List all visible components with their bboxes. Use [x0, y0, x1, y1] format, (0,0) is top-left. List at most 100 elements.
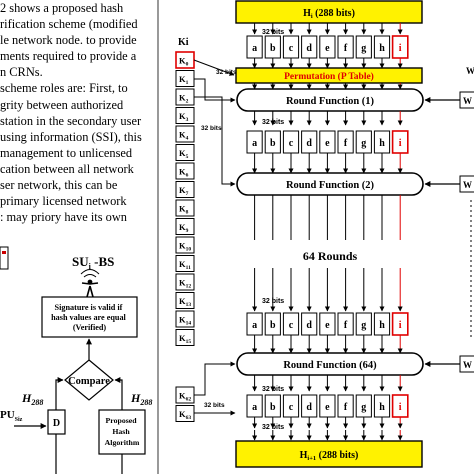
- word-cell-label: i: [399, 320, 402, 331]
- w-box: [459, 91, 474, 109]
- key-label: K9: [179, 222, 189, 234]
- bits-label: 32 bits: [216, 69, 237, 76]
- hi-block: [235, 0, 423, 24]
- word-cell-label: f: [344, 138, 348, 149]
- word-cell-label: e: [325, 43, 330, 54]
- bits-label: 32 bits: [201, 125, 222, 132]
- paragraph-line: ser network, this can be: [0, 178, 118, 193]
- verify-text: Signature is valid if hash values are eq…: [51, 303, 128, 332]
- hi1-block: [235, 440, 423, 468]
- word-cell-label: h: [379, 138, 385, 149]
- word-cell-label: i: [399, 43, 402, 54]
- bits-label: 32 bits: [262, 386, 284, 393]
- key-box: [175, 125, 195, 143]
- round-function-box: [236, 352, 424, 376]
- word-cell-label: a: [252, 43, 257, 54]
- compare-label: Compare: [68, 376, 110, 387]
- paragraph-line: primary licensed network: [0, 194, 127, 209]
- compare-diamond: [64, 359, 114, 401]
- key-box: [175, 199, 195, 217]
- key-label: K6: [179, 167, 189, 179]
- key-box: [175, 310, 195, 328]
- key-label: K1: [179, 74, 189, 86]
- round-function-label: Round Function (2): [286, 180, 375, 191]
- word-cell-label: c: [289, 138, 294, 149]
- bits-label: 32 bits: [204, 402, 225, 409]
- permutation-block: [235, 67, 423, 84]
- bs-label: SUi -BS: [72, 254, 114, 271]
- word-cell-label: a: [252, 320, 257, 331]
- word-cell-label: i: [399, 402, 402, 413]
- hash-algorithm-box: [98, 409, 146, 455]
- key-label: K15: [179, 333, 191, 345]
- key-label: K63: [179, 409, 191, 421]
- key-label: K10: [179, 241, 191, 253]
- key-box: [175, 236, 195, 254]
- word-cell-label: f: [344, 402, 348, 413]
- word-cell-label: d: [306, 320, 312, 331]
- word-cell-label: g: [361, 320, 366, 331]
- key-box: [175, 162, 195, 180]
- word-cell-label: g: [361, 138, 366, 149]
- word-cell-label: d: [306, 138, 312, 149]
- word-cell-label: b: [270, 43, 276, 54]
- paragraph-line: le network node. to provide: [0, 33, 137, 48]
- word-cell-label: e: [325, 320, 330, 331]
- paragraph-line: grity between authorized: [0, 97, 124, 112]
- paragraph-line: station in the secondary user: [0, 113, 142, 128]
- key-box: [175, 181, 195, 198]
- key-box: [175, 292, 195, 309]
- word-cell-label: e: [325, 402, 330, 413]
- key-box: [175, 329, 195, 346]
- word-cell-label: d: [306, 402, 312, 413]
- pu-label: PUSiz: [0, 409, 23, 423]
- paragraph-line: scheme roles are: First, to: [0, 81, 128, 96]
- round-function-box: [236, 172, 424, 196]
- w-box: [459, 175, 474, 193]
- word-cell-label: b: [270, 138, 276, 149]
- rounds-mid-label: 64 Rounds: [303, 249, 358, 263]
- key-column: Ki K0K1K2K3K4K5K6K7K8K9K10K11K12K13K14K1…: [175, 37, 195, 422]
- word-cell-label: i: [399, 138, 402, 149]
- word-cell-label: c: [289, 320, 294, 331]
- paragraph-line: management to unlicensed: [0, 145, 133, 160]
- word-cell-label: f: [344, 320, 348, 331]
- key-box: [175, 144, 195, 161]
- paragraph-line: : may priory have its own: [0, 210, 127, 225]
- paragraph-line: rification scheme (modified: [0, 17, 138, 32]
- hi1-block-label: Hi+1 (288 bits): [300, 450, 359, 462]
- key-box: [175, 218, 195, 235]
- word-cell-label: g: [361, 43, 366, 54]
- paragraph-line: ments required to provide a: [0, 49, 137, 64]
- w-label: W: [463, 180, 472, 190]
- paragraph-line: cation between all network: [0, 161, 134, 176]
- word-cell-label: h: [379, 402, 385, 413]
- w-label: W: [463, 96, 472, 106]
- round-function-box: [236, 88, 424, 112]
- word-cell-label: e: [325, 138, 330, 149]
- key-label: K2: [179, 93, 189, 105]
- w-label: W: [463, 360, 472, 370]
- bits-label: 32 bits: [262, 29, 284, 36]
- word-cell-label: h: [379, 320, 385, 331]
- h-left-label: H288: [21, 391, 43, 407]
- key-label: K7: [179, 185, 189, 197]
- key-label: K0: [179, 56, 189, 68]
- h-right-label: H288: [130, 391, 152, 407]
- word-cell-label: f: [344, 43, 348, 54]
- key-label: K14: [179, 315, 191, 327]
- word-cell-label: h: [379, 43, 385, 54]
- w-box: [459, 355, 474, 373]
- key-label: K13: [179, 296, 191, 308]
- key-label: K8: [179, 204, 189, 216]
- word-cell-label: c: [289, 43, 294, 54]
- bits-label: 32 bits: [262, 119, 284, 126]
- bits-label: 32 bits: [262, 298, 284, 305]
- device-icon: [0, 246, 9, 270]
- word-cell-label: d: [306, 43, 312, 54]
- word-cell-label: a: [252, 402, 257, 413]
- word-cell-label: a: [252, 138, 257, 149]
